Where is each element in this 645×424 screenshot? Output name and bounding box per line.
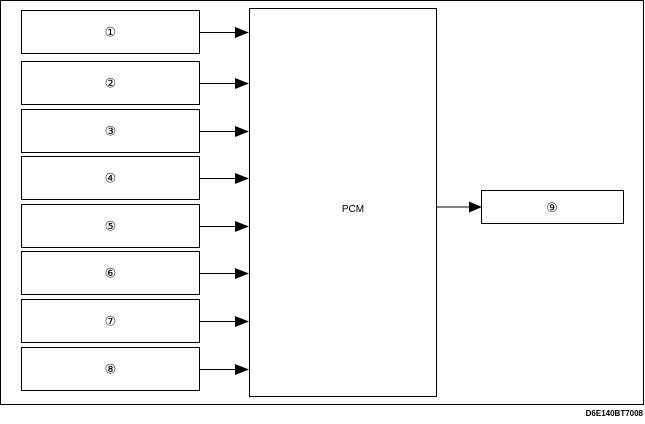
- input-box: [21, 156, 200, 200]
- input-block: ⑤: [21, 204, 249, 248]
- input-block: ②: [21, 61, 249, 105]
- output-label: ⑨: [546, 201, 558, 216]
- input-box: [21, 61, 200, 105]
- input-arrowhead: [235, 126, 249, 137]
- pcm-label: PCM: [342, 204, 364, 215]
- input-blocks: ① ② ③ ④ ⑤ ⑥ ⑦ ⑧: [21, 10, 249, 391]
- output-arrowhead: [469, 201, 482, 213]
- output-box: [481, 190, 624, 224]
- input-box: [21, 251, 200, 295]
- input-arrowhead: [235, 78, 249, 89]
- input-arrowhead: [235, 316, 249, 327]
- outer-frame: [0, 0, 644, 405]
- input-label: ⑧: [105, 363, 117, 378]
- input-label: ③: [105, 125, 117, 140]
- input-label: ⑤: [105, 220, 117, 235]
- input-box: [21, 299, 200, 343]
- input-block: ⑧: [21, 347, 249, 391]
- input-block: ⑥: [21, 251, 249, 295]
- input-label: ④: [105, 172, 117, 187]
- input-block: ⑦: [21, 299, 249, 343]
- figure-code: D6E140BT7008: [586, 409, 644, 418]
- input-box: [21, 10, 200, 54]
- input-block: ③: [21, 109, 249, 153]
- input-block: ①: [21, 10, 249, 54]
- input-arrowhead: [235, 364, 249, 375]
- pcm-block: PCM: [249, 8, 437, 397]
- input-arrowhead: [235, 221, 249, 232]
- input-arrowhead: [235, 268, 249, 279]
- output-block: ⑨: [481, 190, 624, 224]
- input-label: ⑦: [105, 315, 117, 330]
- input-box: [21, 347, 200, 391]
- pcm-box: [249, 8, 437, 397]
- input-arrowhead: [235, 173, 249, 184]
- input-box: [21, 204, 200, 248]
- input-block: ④: [21, 156, 249, 200]
- input-arrowhead: [235, 27, 249, 38]
- input-label: ②: [105, 77, 117, 92]
- input-box: [21, 109, 200, 153]
- input-label: ①: [105, 26, 117, 41]
- output-connector: [436, 201, 482, 213]
- input-label: ⑥: [105, 267, 117, 282]
